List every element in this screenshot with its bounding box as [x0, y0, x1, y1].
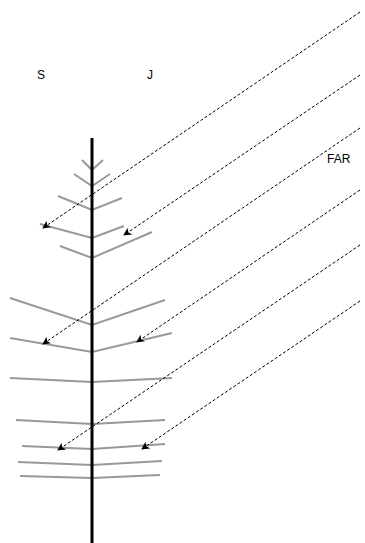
stem [91, 138, 94, 543]
branch [18, 461, 162, 465]
side-label: S [36, 68, 46, 82]
branch [20, 475, 160, 478]
side-label: J [146, 68, 154, 82]
light-ray [43, 128, 360, 344]
radiation-label: FAR [326, 152, 351, 166]
light-ray [142, 301, 360, 449]
light-ray [43, 12, 360, 228]
light-rays [43, 12, 360, 450]
light-ray [137, 190, 360, 342]
branch [40, 224, 124, 238]
branch [60, 232, 152, 258]
branch [58, 196, 122, 210]
light-ray [124, 75, 360, 235]
branch [10, 298, 165, 325]
light-ray [58, 245, 360, 450]
